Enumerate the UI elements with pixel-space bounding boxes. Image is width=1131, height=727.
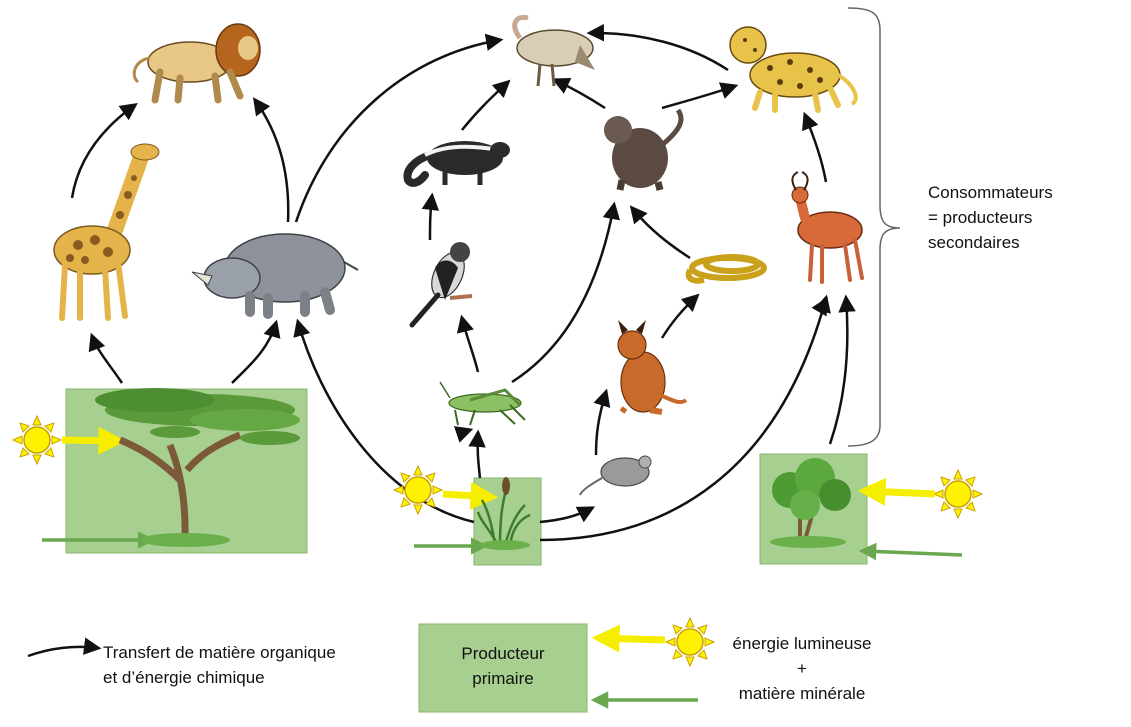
snake-icon <box>685 254 767 284</box>
legend-producer-text: Producteur primaire <box>419 641 587 691</box>
arrow-snake-baboon <box>629 205 691 260</box>
giraffe-icon <box>53 143 160 321</box>
sun-icon <box>12 415 62 465</box>
arrow-bird-skunk <box>421 192 440 241</box>
arrow-baboon-leopard <box>661 82 739 110</box>
arrow-rhino-vulture <box>294 33 504 223</box>
legend-transfer-arrow <box>27 637 102 658</box>
arrow-acacia-rhino <box>231 319 281 384</box>
caracal-icon <box>617 320 688 415</box>
arrow-impala-leopard <box>802 111 828 183</box>
consumers-label: Consommateurs = producteurs secondaires <box>928 180 1053 255</box>
leopard-icon <box>729 26 858 113</box>
legend-energy-line2: matière minérale <box>738 684 866 703</box>
arrow-rhino-lion <box>252 97 290 223</box>
transfer-arrows <box>70 23 856 542</box>
arrow-grass-mouse <box>539 506 596 524</box>
arrow-giraffe-lion <box>70 102 138 199</box>
arrow-shrub-impala <box>828 294 856 445</box>
legend-transfer-text: Transfert de matière organique et d’éner… <box>103 640 336 690</box>
arrow-leopard-vulture <box>586 23 729 72</box>
legend-producer-box <box>418 623 588 713</box>
legend-transfer-line2: et d’énergie chimique <box>103 668 265 687</box>
arrow-grass-grasshopper <box>468 429 486 479</box>
arrow-baboon-vulture <box>551 78 606 110</box>
skunk-icon <box>403 141 510 187</box>
consumers-brace <box>847 7 901 447</box>
legend-energy-text: énergie lumineuse + matière minérale <box>712 631 892 706</box>
sun-icon <box>933 469 983 519</box>
impala-icon <box>791 171 864 284</box>
legend-transfer-line1: Transfert de matière organique <box>103 643 336 662</box>
consumers-label-line2: = producteurs <box>928 208 1033 227</box>
shrike-bird-icon <box>409 242 473 328</box>
shrub-icon <box>770 458 851 548</box>
arrow-grass-rhino <box>293 318 475 524</box>
sun-icon <box>393 465 443 515</box>
legend-energy-line1: énergie lumineuse <box>732 634 872 653</box>
arrow-grasshopper-bird <box>456 314 480 373</box>
grasshopper-icon <box>439 381 526 426</box>
arrow-skunk-vulture <box>461 79 511 131</box>
arrow-caracal-snake <box>660 293 700 339</box>
arrow-mouse-caracal <box>593 388 611 456</box>
light-arrows <box>61 426 936 653</box>
acacia-tree-icon <box>95 388 300 547</box>
consumers-label-line1: Consommateurs <box>928 183 1053 202</box>
legend-producer-line1: Producteur <box>461 644 545 663</box>
rhinoceros-icon <box>191 233 359 319</box>
arrow-acacia-grass-curve <box>453 426 474 443</box>
mouse-icon <box>579 455 652 496</box>
arrow-grass-impala <box>539 294 831 542</box>
consumers-label-line3: secondaires <box>928 233 1020 252</box>
legend-energy-plus: + <box>797 659 807 678</box>
vulture-icon <box>512 14 595 87</box>
lion-icon <box>132 23 261 104</box>
legend-producer-line2: primaire <box>472 669 534 688</box>
arrow-grasshopper-baboon <box>511 201 621 384</box>
sun-icon <box>665 617 715 667</box>
grass-icon <box>476 477 531 550</box>
mineral-arrows <box>42 531 963 709</box>
baboon-icon <box>604 108 684 191</box>
arrow-acacia-giraffe <box>88 332 124 384</box>
